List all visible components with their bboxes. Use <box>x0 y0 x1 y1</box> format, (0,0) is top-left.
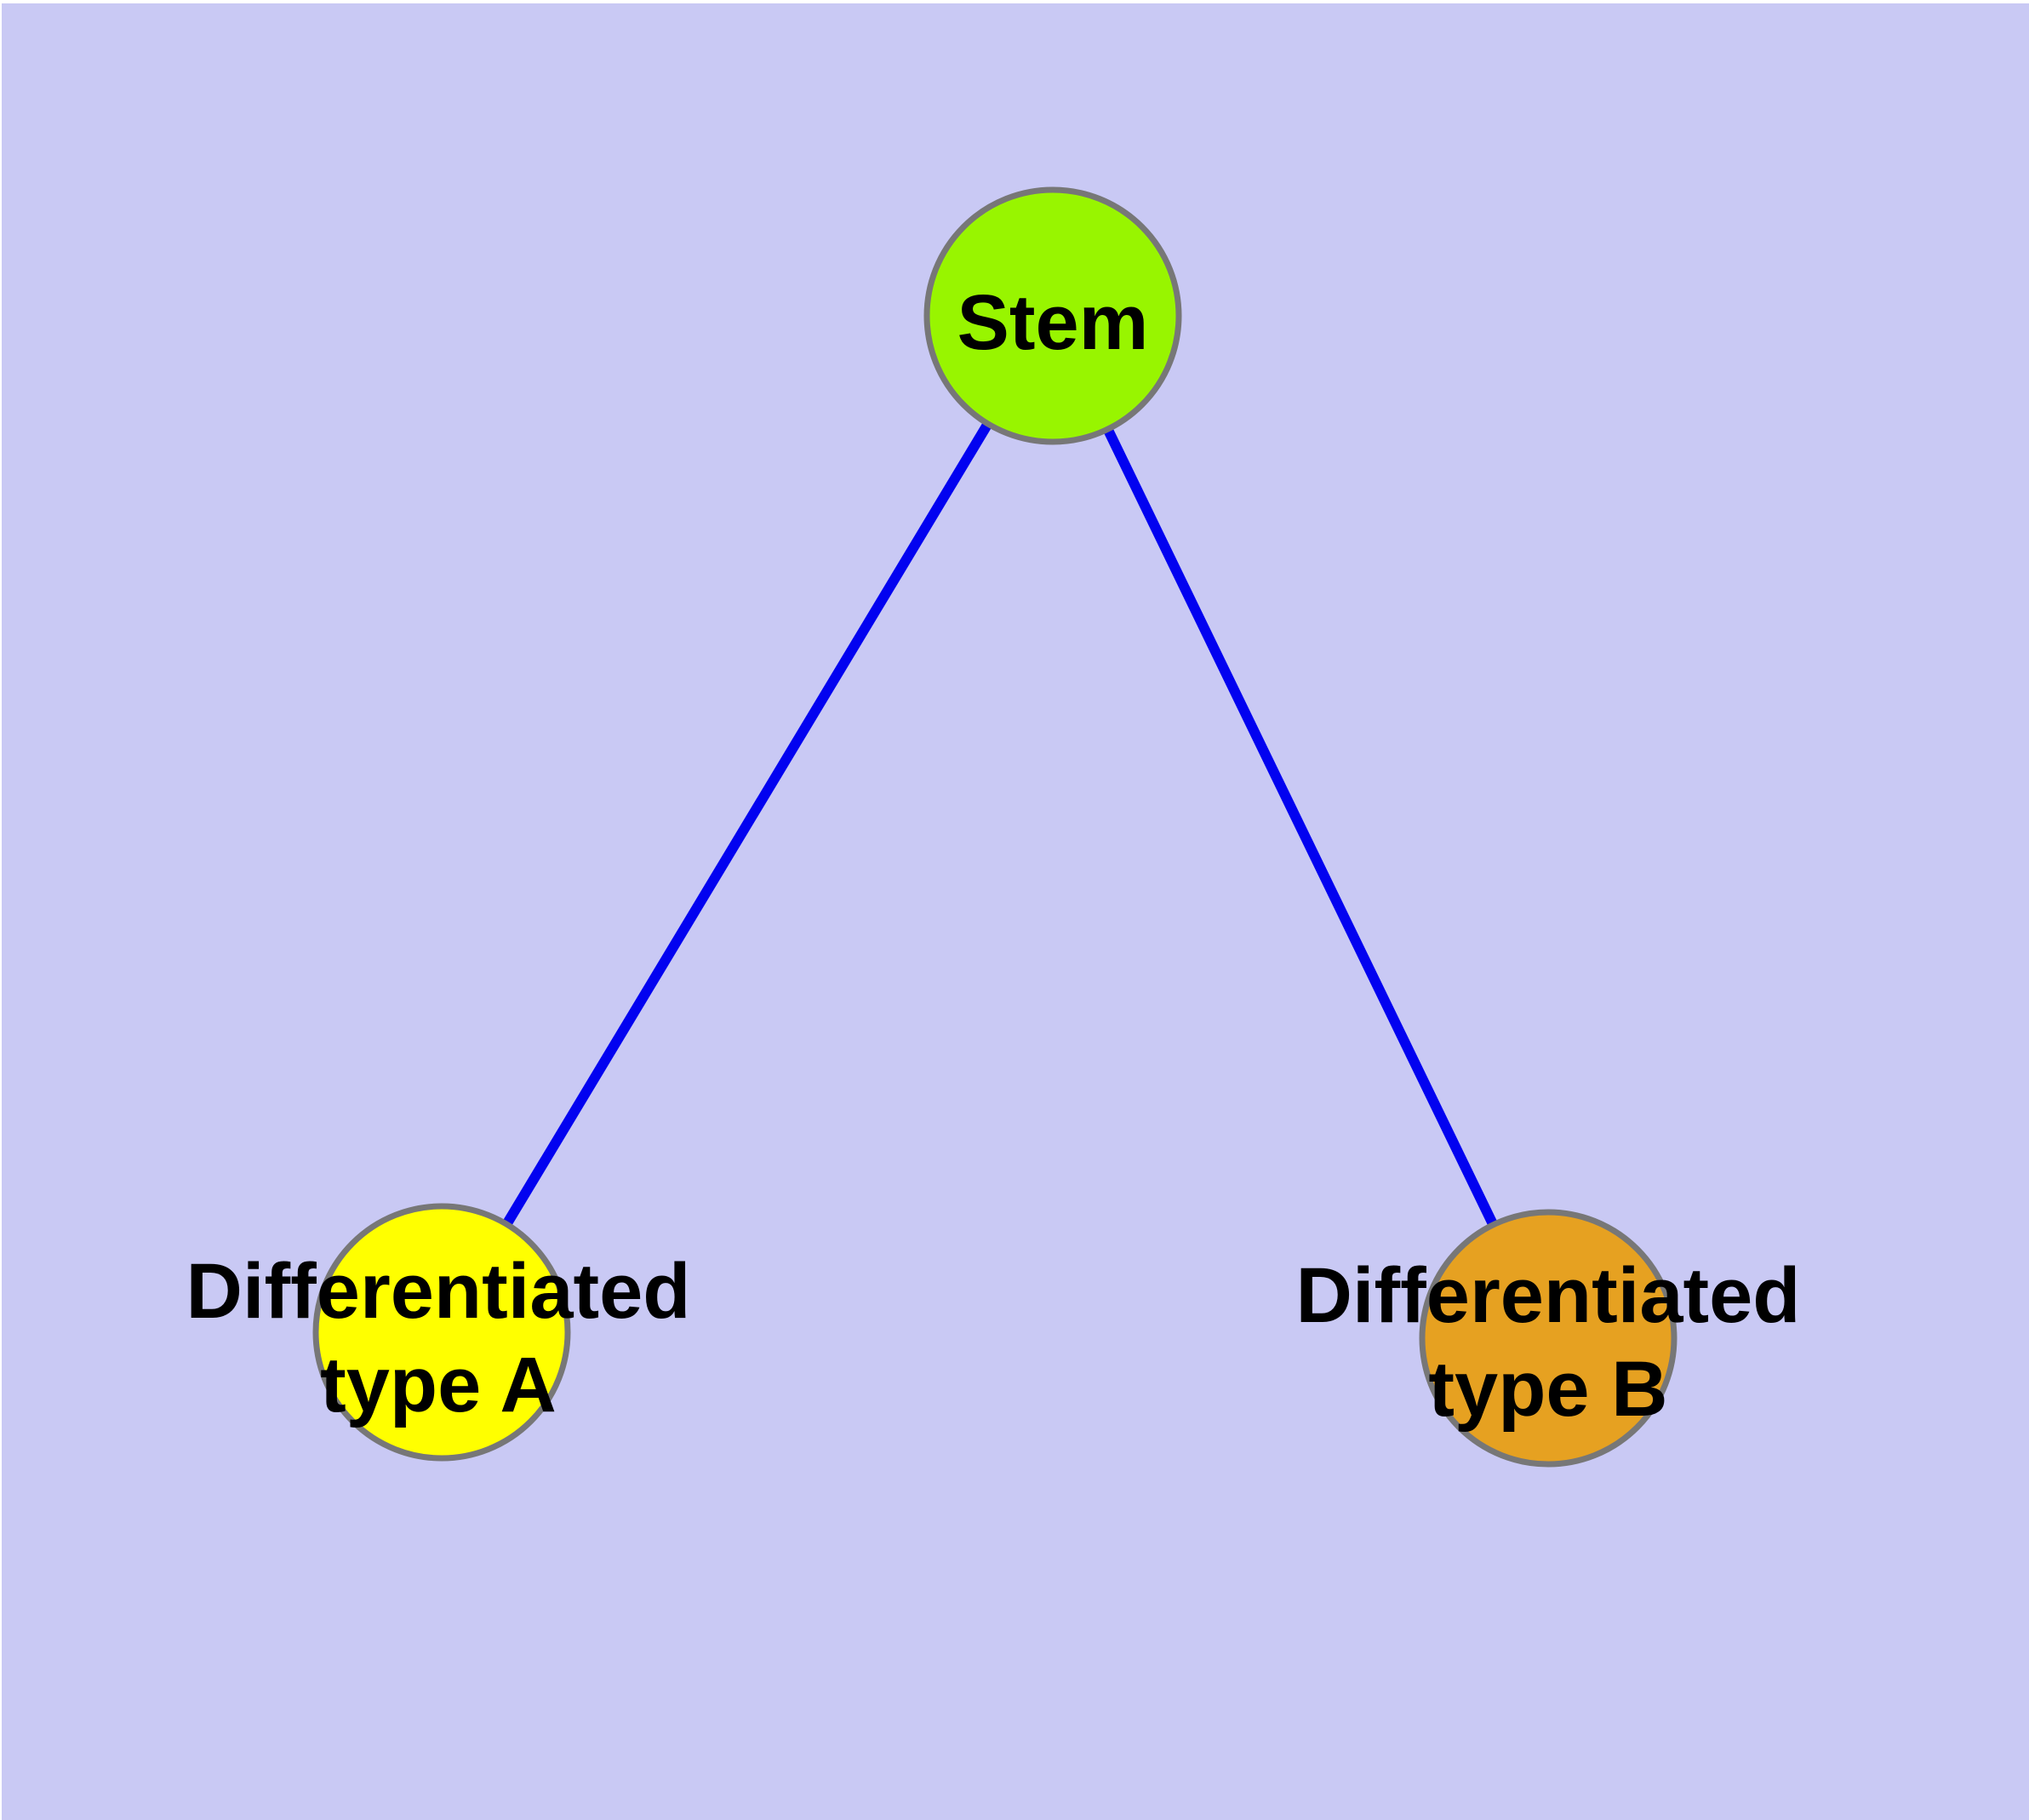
node-type-b-label-line1: Differentiated <box>1296 1252 1801 1339</box>
node-type-b-circle <box>1419 1209 1677 1468</box>
node-stem-circle <box>923 186 1182 445</box>
node-type-a-circle <box>312 1203 571 1462</box>
edge-stem-to-type-a <box>437 312 1058 1336</box>
node-type-a-label-line1: Differentiated <box>186 1248 691 1335</box>
edge-stem-to-type-b <box>1048 313 1553 1341</box>
node-type-b-label-line2: type B <box>1428 1346 1667 1433</box>
node-type-a-label-line2: type A <box>320 1342 557 1428</box>
node-stem-label: Stem <box>957 279 1149 366</box>
